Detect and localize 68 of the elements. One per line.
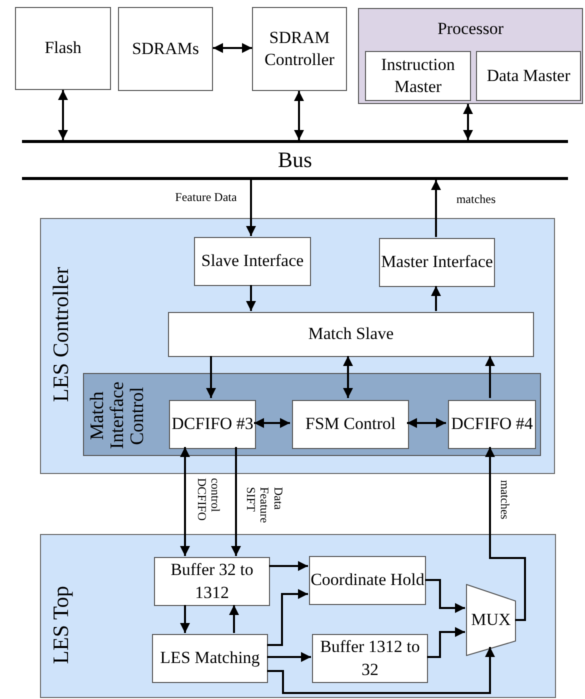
box-label: FSM Control — [305, 413, 396, 436]
arrow — [294, 91, 304, 140]
box-label: Data Master — [486, 64, 570, 87]
box-label: Buffer 32 to 1312 — [170, 559, 254, 604]
arrow — [267, 652, 311, 662]
arrow — [213, 43, 252, 53]
module-box — [169, 400, 256, 449]
box-label: Master Interface — [381, 251, 493, 274]
box-label: DCFIFO #4 — [451, 413, 533, 436]
processor-panel — [358, 8, 583, 104]
arrow — [407, 418, 446, 428]
box-label: LES Matching — [160, 647, 260, 670]
module-box — [312, 634, 428, 683]
edge-label: DCFIFO control — [194, 478, 222, 523]
module-group — [40, 534, 556, 698]
control-band — [83, 373, 541, 456]
arrow — [246, 180, 256, 236]
edge-label: matches — [497, 480, 511, 522]
module-group — [40, 218, 555, 474]
arrow — [269, 561, 308, 571]
arrow — [231, 447, 241, 556]
arrow — [427, 627, 465, 658]
bus-label: Bus — [278, 147, 312, 173]
arrow — [180, 605, 190, 633]
arrow — [485, 447, 526, 621]
box-label: SDRAMs — [132, 38, 200, 60]
arrow — [431, 286, 441, 311]
module-box — [292, 400, 409, 449]
box-label: Buffer 1312 to 32 — [319, 636, 421, 680]
box-label: Slave Interface — [201, 250, 304, 272]
box-label: MUX — [471, 610, 511, 630]
arrow — [267, 647, 495, 694]
module-box — [118, 7, 213, 91]
arrow — [267, 589, 308, 646]
module-box — [154, 557, 270, 606]
arrow — [431, 180, 441, 237]
group-heading: LES Top — [49, 584, 72, 666]
module-box — [309, 556, 426, 605]
box-label: SDRAM Controller — [264, 26, 336, 71]
group-heading: LES Controller — [49, 265, 72, 404]
arrow — [206, 356, 216, 398]
module-box — [365, 51, 471, 101]
module-box — [476, 51, 581, 101]
module-box — [252, 7, 347, 91]
module-box — [194, 237, 311, 286]
box-label: Flash — [44, 37, 82, 60]
arrow — [229, 605, 239, 633]
module-box — [152, 634, 268, 683]
arrow — [58, 90, 68, 140]
box-label: Coordinate Hold — [310, 569, 424, 592]
module-box — [168, 312, 534, 357]
arrow — [246, 285, 256, 311]
group-heading: Match Interface Control — [88, 380, 148, 452]
arrow — [463, 104, 473, 140]
arrow — [425, 579, 465, 613]
module-box — [379, 238, 495, 287]
box-label: DCFIFO #3 — [172, 413, 254, 436]
arrow — [343, 356, 353, 398]
module-box — [448, 400, 536, 449]
arrow — [485, 356, 495, 398]
bus-band — [22, 140, 568, 180]
box-label: Match Slave — [308, 323, 394, 346]
module-box — [15, 7, 111, 90]
group-heading: Processor — [436, 19, 505, 39]
box-label: Instruction Master — [380, 54, 456, 98]
edge-label: SIFT Feature Data — [243, 487, 284, 525]
arrow — [254, 418, 290, 428]
arrow — [180, 447, 190, 556]
